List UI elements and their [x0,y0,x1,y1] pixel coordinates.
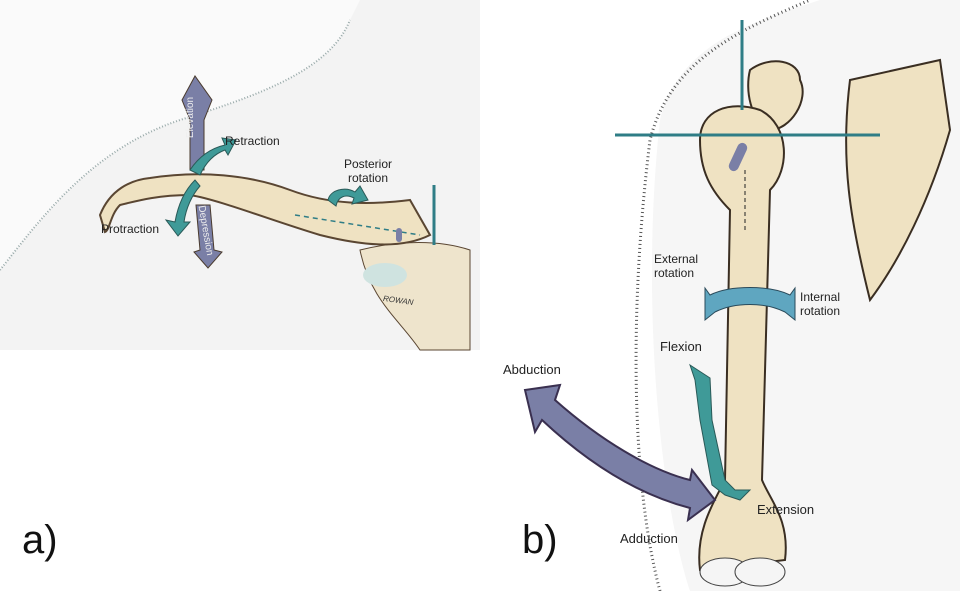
adduction-label: Adduction [620,531,678,546]
humerus-figure [523,0,960,591]
clavicle-figure [0,0,480,351]
protraction-label: Protraction [101,222,160,236]
retraction-label: Retraction [225,134,280,148]
extension-label: Extension [757,502,815,517]
flexion-label: Flexion [660,339,702,354]
panel-b-label: b) [522,518,558,562]
elevation-label: Elevation [185,96,197,139]
panel-a-label: a) [22,518,58,562]
abduction-label: Abduction [503,362,561,377]
